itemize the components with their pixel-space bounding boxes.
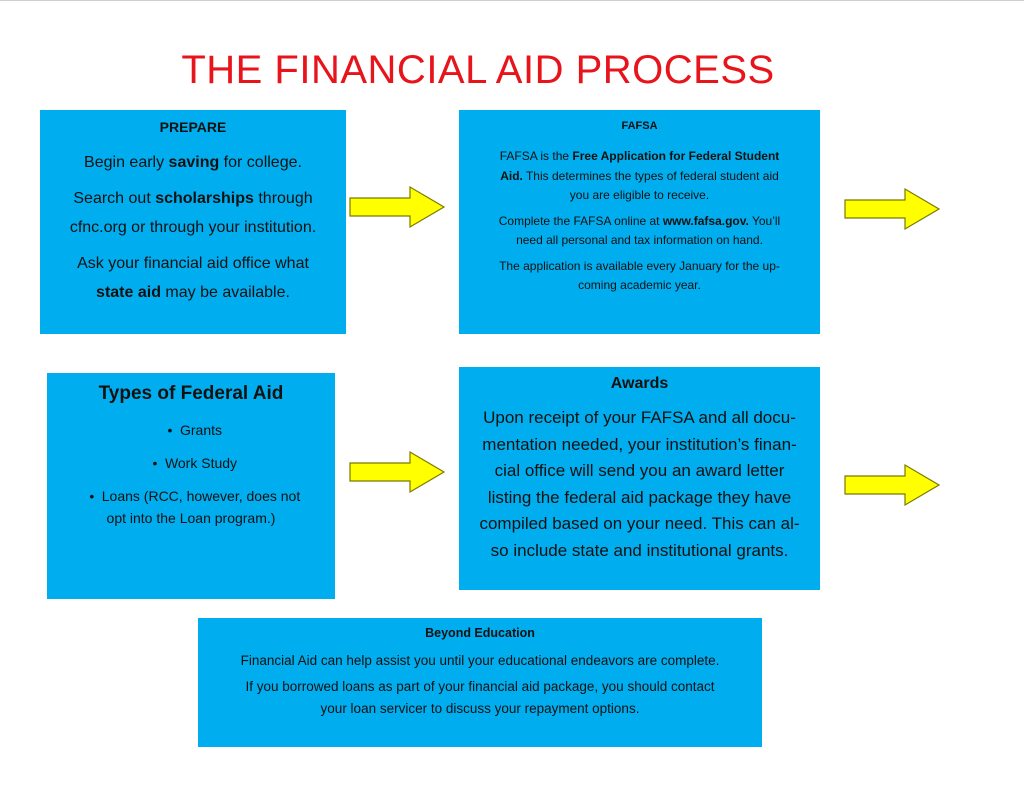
awards-heading: Awards <box>610 375 669 392</box>
page-title: THE FINANCIAL AID PROCESS <box>181 48 775 92</box>
federal-aid-list: •Grants •Work Study •Loans (RCC, however… <box>47 419 335 529</box>
arrow-right-icon <box>349 450 446 494</box>
federal-aid-item-grants: •Grants <box>167 422 222 438</box>
beyond-education-text-2: If you borrowed loans as part of your fi… <box>245 679 715 716</box>
beyond-education-heading: Beyond Education <box>425 626 535 640</box>
arrow-right-icon <box>844 463 941 507</box>
awards-line-2: mentation needed, your institution’s fin… <box>482 434 797 454</box>
awards-line-4: listing the federal aid package they hav… <box>487 487 792 507</box>
prepare-heading: PREPARE <box>159 119 227 135</box>
fafsa-box: FAFSA FAFSA is the Free Application for … <box>459 110 820 334</box>
beyond-education-box: Beyond Education Financial Aid can help … <box>198 618 762 747</box>
fafsa-heading: FAFSA <box>621 120 658 132</box>
federal-aid-heading: Types of Federal Aid <box>98 383 284 404</box>
prepare-box: PREPARE Begin early saving for college. … <box>40 110 346 334</box>
federal-aid-item-work-study: •Work Study <box>152 455 238 471</box>
fafsa-online-text: Complete the FAFSA online at www.fafsa.g… <box>498 213 781 248</box>
awards-box: Awards Upon receipt of your FAFSA and al… <box>459 367 820 590</box>
arrow-right-icon <box>349 185 446 229</box>
awards-line-3: cial office will send you an award lette… <box>494 461 785 480</box>
awards-line-5: compiled based on your need. This can al… <box>479 514 800 533</box>
top-border-line <box>0 0 1024 1</box>
fafsa-availability-text: The application is available every Janua… <box>499 258 780 293</box>
awards-line-1: Upon receipt of your FAFSA and all docu- <box>483 408 796 427</box>
awards-line-6: so include state and institutional grant… <box>490 540 789 560</box>
fafsa-definition-text: FAFSA is the Free Application for Federa… <box>499 149 780 202</box>
beyond-education-text-1: Financial Aid can help assist you until … <box>240 653 720 668</box>
prepare-saving-text: Begin early saving for college. <box>84 154 302 171</box>
arrow-right-icon <box>844 187 941 231</box>
federal-aid-box: Types of Federal Aid •Grants •Work Study… <box>47 373 335 599</box>
